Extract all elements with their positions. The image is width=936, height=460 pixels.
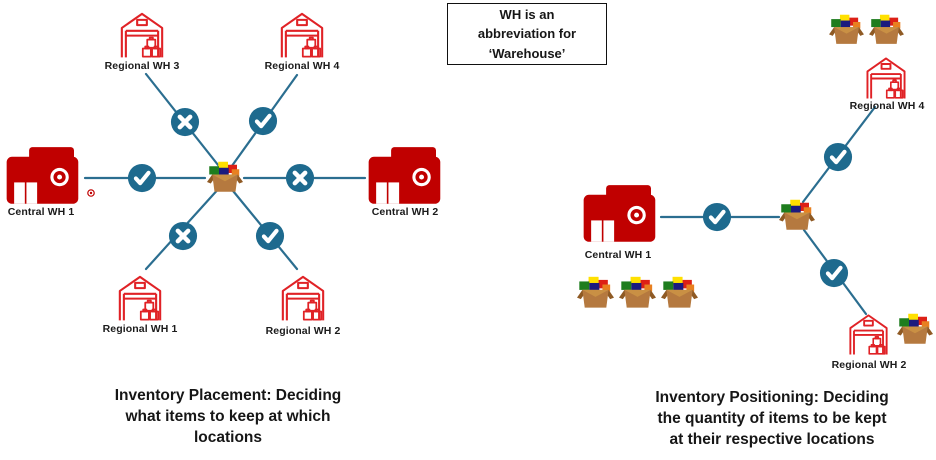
target-store-icon bbox=[583, 185, 656, 242]
decision-cross-icon bbox=[171, 108, 199, 136]
decision-cross-icon bbox=[286, 164, 314, 192]
package-icon bbox=[897, 313, 933, 344]
node-label: Regional WH 3 bbox=[104, 60, 180, 72]
right-diagram bbox=[577, 14, 933, 356]
warehouse-icon bbox=[280, 12, 324, 59]
package-icon bbox=[619, 276, 656, 308]
diagram-caption: Inventory Positioning: Deciding the quan… bbox=[655, 389, 889, 448]
decision-check-icon bbox=[128, 164, 156, 192]
warehouse-icon bbox=[866, 57, 906, 100]
node-label: Central WH 2 bbox=[371, 206, 439, 218]
target-store-icon bbox=[368, 147, 441, 204]
node-label: Regional WH 2 bbox=[265, 325, 341, 337]
decision-check-icon bbox=[820, 259, 848, 287]
diagram-caption: Inventory Placement: Deciding what items… bbox=[114, 387, 342, 446]
package-icon bbox=[869, 14, 904, 44]
node-label: Regional WH 4 bbox=[264, 60, 340, 72]
warehouse-icon bbox=[849, 314, 888, 356]
left-diagram bbox=[6, 12, 441, 322]
decision-check-icon bbox=[703, 203, 731, 231]
warehouse-icon bbox=[118, 275, 162, 322]
note-box: WH is an abbreviation for ‘Warehouse’ bbox=[447, 3, 607, 65]
package-icon bbox=[661, 276, 698, 308]
decision-check-icon bbox=[249, 107, 277, 135]
warehouse-icon bbox=[281, 275, 325, 322]
package-icon bbox=[577, 276, 614, 308]
decision-cross-icon bbox=[169, 222, 197, 250]
open-box-icon bbox=[779, 199, 815, 230]
node-label: Regional WH 4 bbox=[849, 100, 925, 112]
node-label: Central WH 1 bbox=[584, 249, 652, 261]
decision-check-icon bbox=[256, 222, 284, 250]
trademark-bullseye-icon bbox=[87, 189, 95, 197]
warehouse-icon bbox=[120, 12, 164, 59]
node-label: Regional WH 2 bbox=[831, 359, 907, 371]
package-icon bbox=[829, 14, 864, 44]
decision-check-icon bbox=[824, 143, 852, 171]
open-box-icon bbox=[207, 161, 243, 192]
target-store-icon bbox=[6, 147, 79, 204]
node-label: Regional WH 1 bbox=[102, 323, 178, 335]
node-label: Central WH 1 bbox=[7, 206, 75, 218]
